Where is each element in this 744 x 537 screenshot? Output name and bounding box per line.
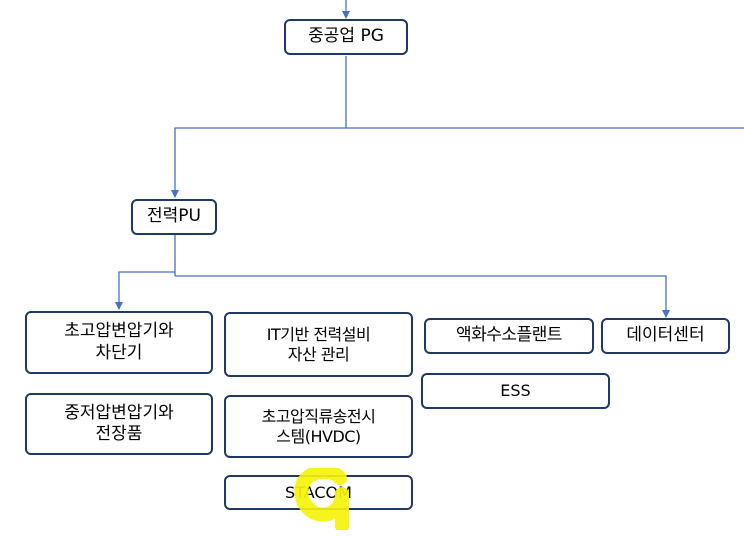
- node-datacenter-label: 데이터센터: [626, 325, 705, 346]
- node-ess-label: ESS: [500, 381, 531, 400]
- node-power-pu: 전력PU: [131, 199, 217, 235]
- node-ess: ESS: [421, 373, 610, 409]
- connector-pg-to-pu: [171, 127, 346, 198]
- node-ehv-transformer-label: 초고압변압기와 차단기: [64, 321, 174, 363]
- node-heavy-industry-pg-label: 중공업 PG: [308, 26, 384, 47]
- node-it-asset: IT기반 전력설비 자산 관리: [224, 312, 413, 377]
- node-liquid-hydrogen: 액화수소플랜트: [424, 318, 594, 354]
- node-power-pu-label: 전력PU: [147, 206, 201, 227]
- node-datacenter: 데이터센터: [601, 318, 730, 354]
- node-it-asset-label: IT기반 전력설비 자산 관리: [266, 324, 371, 364]
- node-statcom-label: STACOM: [285, 482, 352, 502]
- node-ehv-transformer: 초고압변압기와 차단기: [25, 311, 213, 374]
- node-liquid-hydrogen-label: 액화수소플랜트: [456, 325, 562, 346]
- node-mv-transformer: 중저압변압기와 전장품: [25, 393, 213, 455]
- connector-pu-to-left: [115, 271, 175, 310]
- node-heavy-industry-pg: 중공업 PG: [284, 19, 408, 55]
- node-hvdc-label: 초고압직류송전시 스템(HVDC): [261, 406, 376, 446]
- node-hvdc: 초고압직류송전시 스템(HVDC): [224, 395, 413, 458]
- node-mv-transformer-label: 중저압변압기와 전장품: [64, 402, 174, 444]
- connector-pg-branch: [345, 56, 744, 129]
- node-statcom: STACOM: [224, 475, 413, 510]
- connector-pu-to-datacenter: [175, 275, 670, 318]
